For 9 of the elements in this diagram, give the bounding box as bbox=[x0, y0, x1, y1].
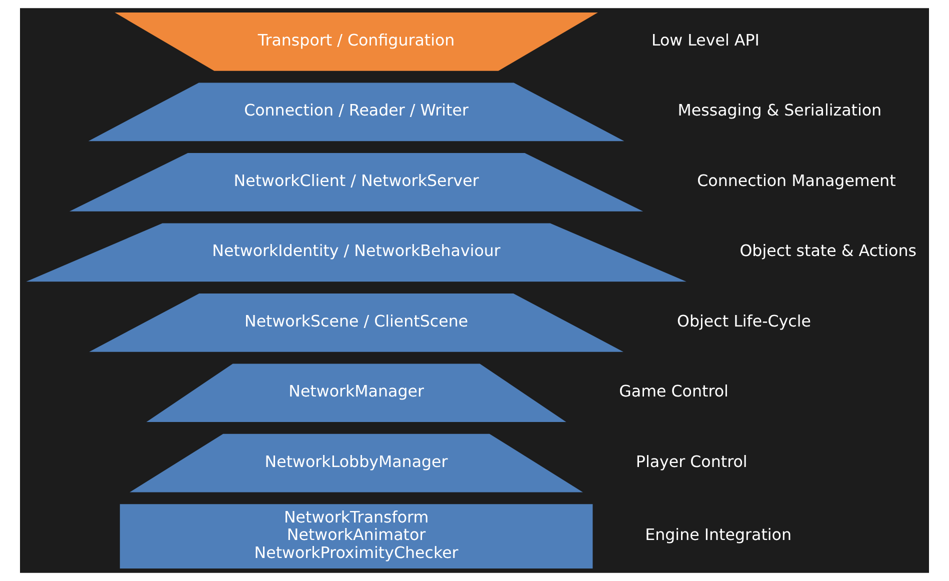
node-label: Low Level API bbox=[651, 30, 760, 50]
node-label: Engine Integration bbox=[645, 525, 792, 544]
node-label: Connection Management bbox=[697, 170, 896, 190]
node-box: NetworkTransform NetworkAnimator NetworkProximityChecker bbox=[118, 503, 594, 570]
node-label: Object state & Actions bbox=[740, 241, 916, 260]
node-label: Player Control bbox=[636, 452, 748, 471]
node-label: Game Control bbox=[619, 382, 728, 401]
node-label: Object Life-Cycle bbox=[677, 311, 812, 330]
node-label: Messaging & Serialization bbox=[678, 100, 882, 120]
